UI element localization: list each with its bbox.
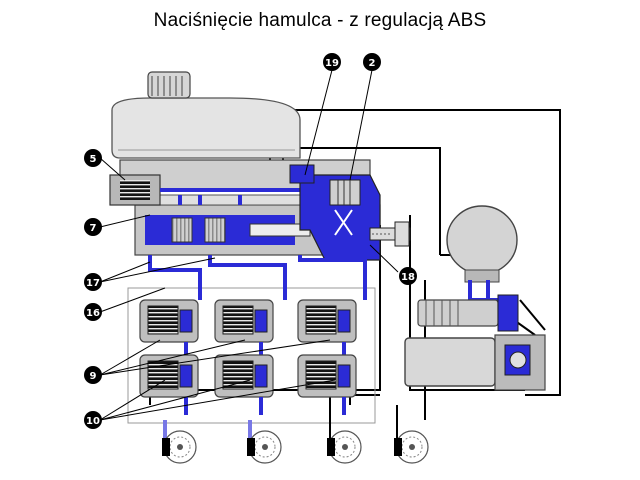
wheel-brake-1 <box>162 420 197 464</box>
hydraulic-pump-motor <box>404 294 546 391</box>
callout-10-label: 10 <box>86 416 100 427</box>
solenoid-valve-5 <box>214 354 274 415</box>
callout-10: 10 <box>84 411 102 429</box>
callout-5: 5 <box>84 149 102 167</box>
wheel-brake-4 <box>394 405 429 464</box>
wheel-brake-3 <box>327 405 362 464</box>
solenoid-valves <box>139 299 357 415</box>
callout-17-label: 17 <box>86 278 100 289</box>
callout-19-label: 19 <box>325 58 339 69</box>
callout-7: 7 <box>84 218 102 236</box>
solenoid-valve-6 <box>297 354 357 415</box>
callout-2-label: 2 <box>369 58 376 69</box>
callout-7-label: 7 <box>90 223 97 234</box>
solenoid-valve-2 <box>214 299 274 355</box>
callout-18-label: 18 <box>401 272 415 283</box>
callout-17: 17 <box>84 273 102 291</box>
callout-19: 19 <box>323 53 341 71</box>
solenoid-valve-3 <box>297 299 357 355</box>
brake-valve-unit <box>289 164 411 261</box>
callout-9: 9 <box>84 366 102 384</box>
pressure-accumulator <box>446 205 518 302</box>
callout-16-label: 16 <box>86 308 100 319</box>
diagram-title: Naciśnięcie hamulca - z regulacją ABS <box>153 10 487 31</box>
brake-fluid-reservoir <box>111 71 301 159</box>
wheel-brakes <box>162 405 429 464</box>
callout-18: 18 <box>399 267 417 285</box>
wheel-brake-2 <box>247 420 282 464</box>
leader-lines <box>99 69 399 421</box>
reservoir-cap <box>147 71 191 99</box>
callout-5-label: 5 <box>90 154 97 165</box>
callout-16: 16 <box>84 303 102 321</box>
solenoid-valve-1 <box>139 299 199 355</box>
callout-2: 2 <box>363 53 381 71</box>
callout-9-label: 9 <box>90 371 97 382</box>
callout-markers: 19 2 5 7 17 18 16 9 <box>84 53 417 429</box>
